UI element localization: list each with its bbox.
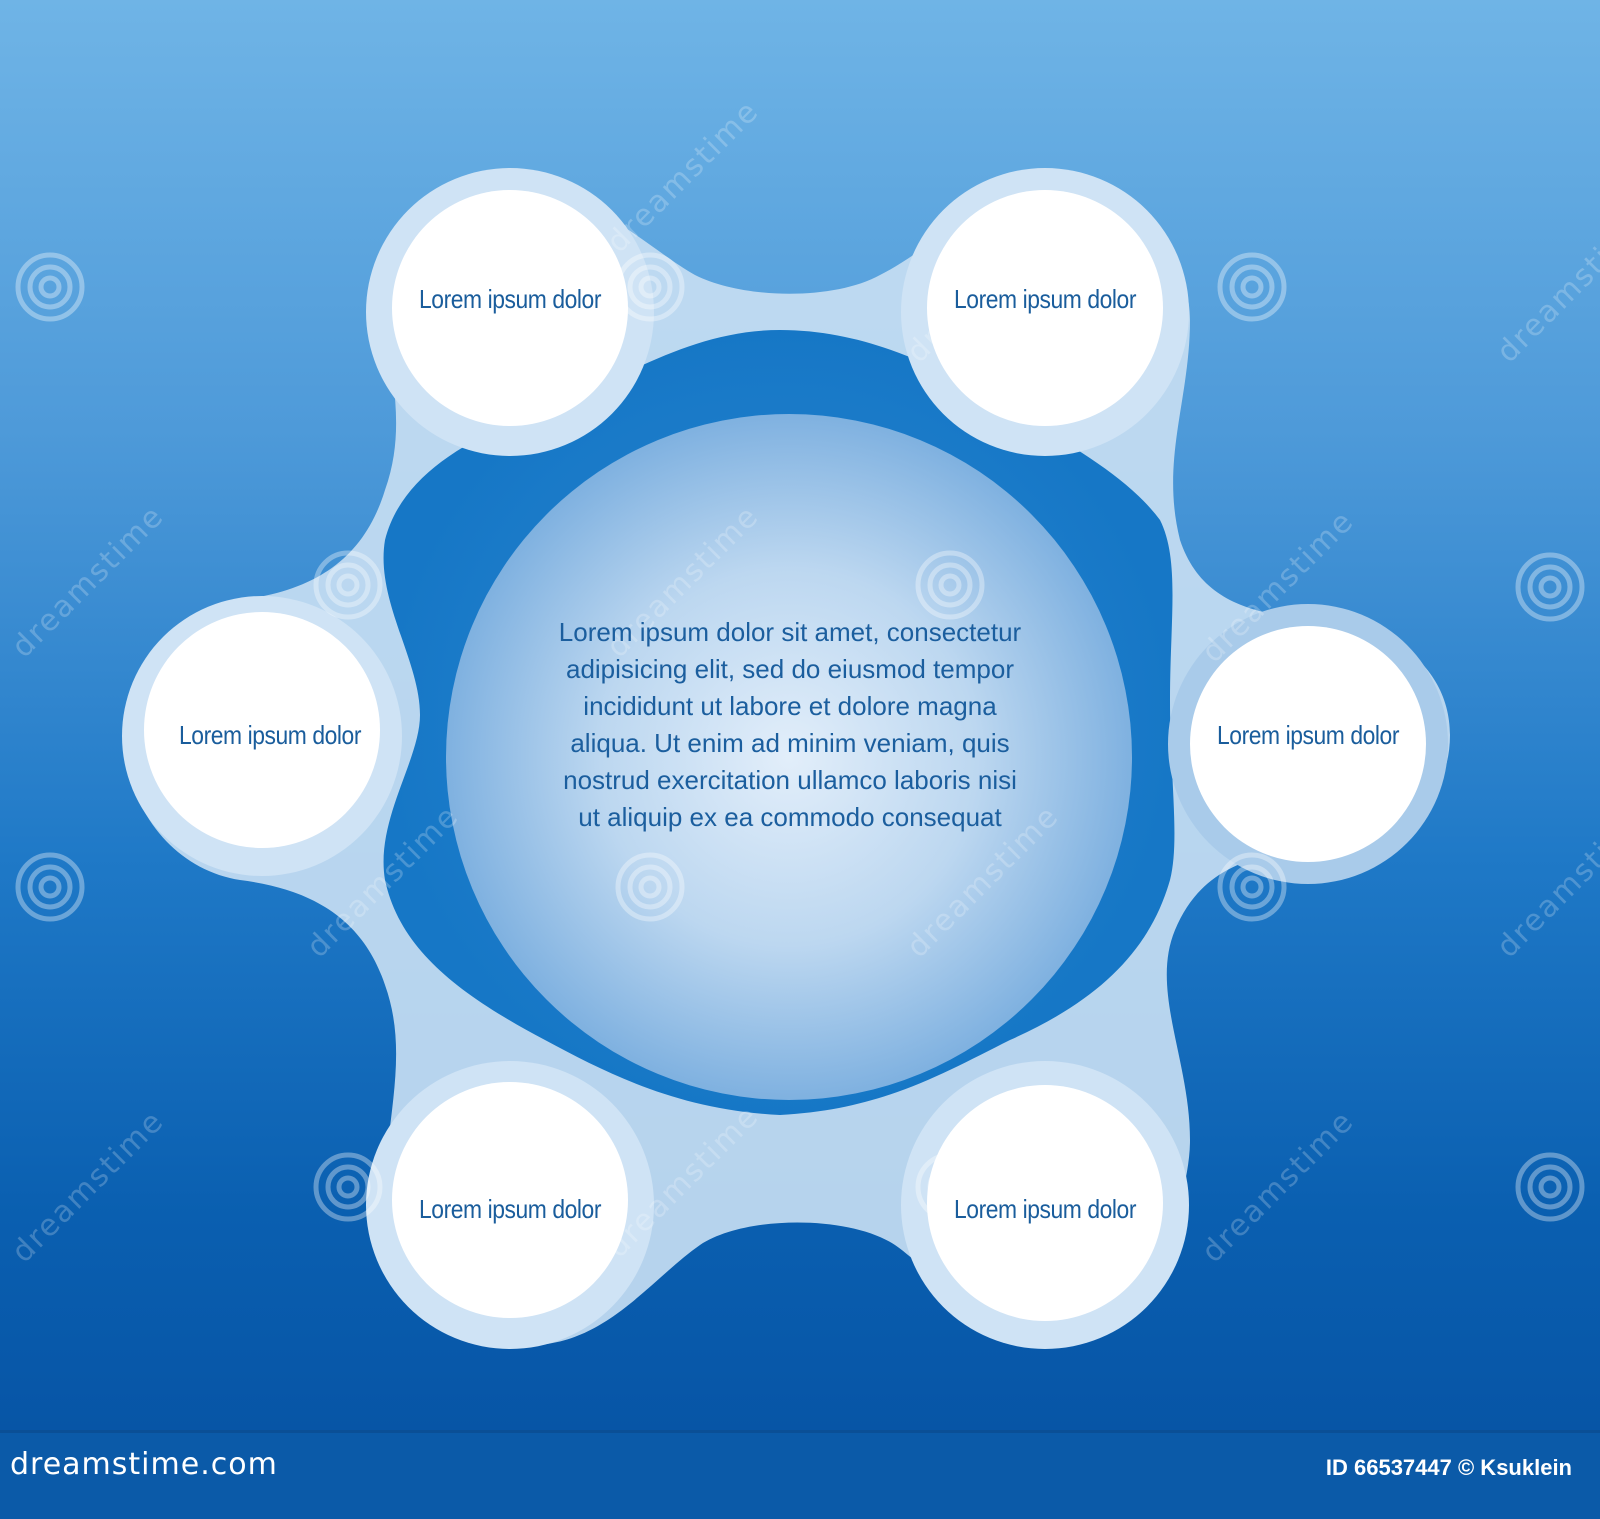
center-text-line: nostrud exercitation ullamco laboris nis… bbox=[563, 765, 1017, 795]
node-circle bbox=[392, 190, 628, 426]
spiral-icon bbox=[1515, 552, 1585, 622]
node-circle bbox=[144, 612, 380, 848]
footer-bar: dreamstime.com ID 66537447 © Ksuklein bbox=[0, 1430, 1600, 1519]
center-text-line: Lorem ipsum dolor sit amet, consectetur bbox=[558, 617, 1022, 647]
center-text-line: aliqua. Ut enim ad minim veniam, quis bbox=[570, 728, 1010, 758]
node-label-top-right: Lorem ipsum dolor bbox=[954, 284, 1136, 314]
diagram-canvas: dreamstime dreamstime dreamstime dreamst… bbox=[0, 0, 1600, 1430]
node-circle bbox=[1190, 626, 1426, 862]
node-label-right: Lorem ipsum dolor bbox=[1217, 720, 1399, 750]
center-text-line: ut aliquip ex ea commodo consequat bbox=[578, 802, 1002, 832]
footer-credit: ID 66537447 © Ksuklein bbox=[1325, 1455, 1572, 1480]
node-label-bottom-left: Lorem ipsum dolor bbox=[419, 1194, 601, 1224]
node-label-top-left: Lorem ipsum dolor bbox=[419, 284, 601, 314]
node-circle bbox=[927, 190, 1163, 426]
spiral-icon bbox=[1515, 1152, 1585, 1222]
spiral-icon bbox=[615, 852, 685, 922]
spiral-icon bbox=[15, 252, 85, 322]
center-text-line: adipisicing elit, sed do eiusmod tempor bbox=[565, 654, 1015, 684]
spiral-icon bbox=[915, 550, 985, 620]
node-circle bbox=[927, 1085, 1163, 1321]
diagram-graphic bbox=[15, 168, 1585, 1349]
spiral-icon bbox=[1217, 252, 1287, 322]
center-text-line: incididunt ut labore et dolore magna bbox=[583, 691, 997, 721]
center-text: Lorem ipsum dolor sit amet, consectetur … bbox=[510, 614, 1070, 836]
watermark-spirals bbox=[15, 252, 1585, 1222]
spiral-icon bbox=[15, 852, 85, 922]
node-label-bottom-right: Lorem ipsum dolor bbox=[954, 1194, 1136, 1224]
spiral-icon bbox=[1217, 852, 1287, 922]
footer-brand[interactable]: dreamstime.com bbox=[10, 1447, 278, 1482]
center-sphere bbox=[446, 414, 1132, 1100]
node-circles bbox=[144, 190, 1426, 1321]
spiral-icon bbox=[615, 252, 685, 322]
node-label-left: Lorem ipsum dolor bbox=[179, 720, 361, 750]
spiral-icon bbox=[313, 1152, 383, 1222]
node-circle bbox=[392, 1082, 628, 1318]
spiral-icon bbox=[915, 1152, 985, 1222]
spiral-icon bbox=[313, 550, 383, 620]
